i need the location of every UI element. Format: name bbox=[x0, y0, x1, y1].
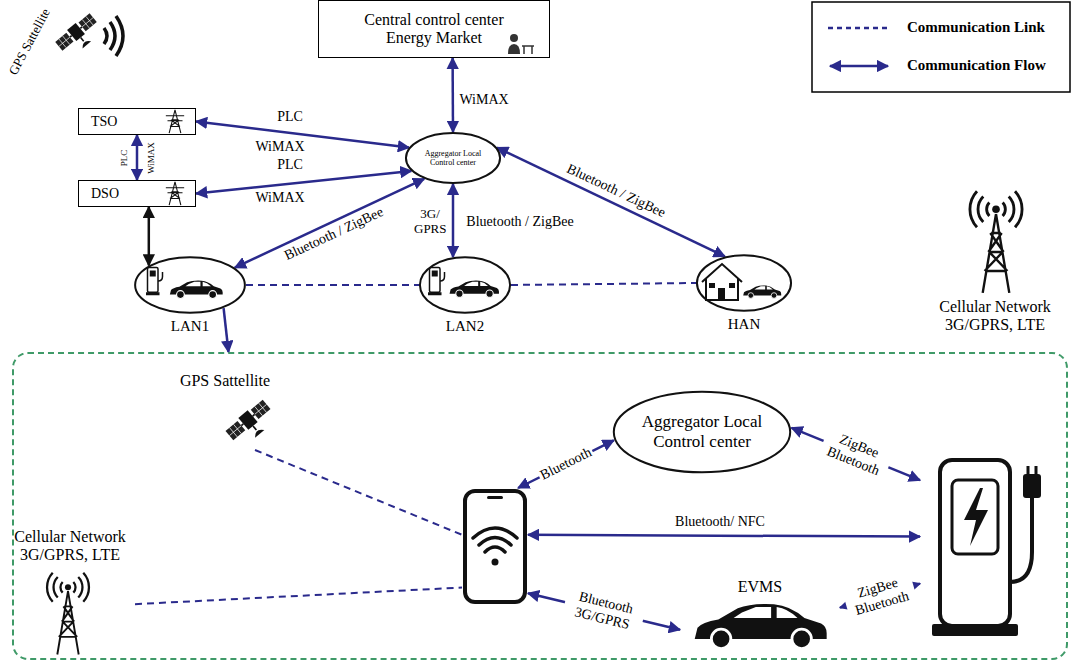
cell-tower-icon bbox=[970, 191, 1022, 293]
legend-text: Communication Flow bbox=[905, 57, 1048, 74]
communication-link bbox=[511, 283, 696, 285]
edge-label: PLC bbox=[275, 157, 305, 173]
han-ellipse: HAN bbox=[696, 254, 792, 312]
aggregator-ellipse: Aggregator Local Control center bbox=[612, 390, 792, 474]
aggregator-ellipse: Aggregator Local Control center bbox=[405, 132, 501, 184]
charger-icon bbox=[428, 268, 445, 296]
edge-label: Bluetooth / ZigBee bbox=[280, 203, 388, 265]
edge-label: Bluetooth/ NFC bbox=[673, 514, 767, 530]
text-group: GPS Sattellite bbox=[150, 372, 300, 390]
lan-ellipse: LAN1 bbox=[134, 256, 246, 314]
text-group: LAN2 bbox=[446, 318, 484, 335]
node-label: DSO bbox=[91, 185, 119, 201]
link-label: WiMAX bbox=[253, 139, 306, 155]
edge-label: WiMAX bbox=[457, 92, 510, 108]
pylon-icon bbox=[166, 182, 184, 205]
ellipse-outline bbox=[696, 254, 792, 312]
legend-box bbox=[812, 2, 1070, 92]
charger-outline bbox=[920, 452, 1050, 640]
lan-ellipse: LAN2 bbox=[419, 256, 511, 314]
satellite-icon bbox=[224, 398, 278, 449]
communication-flow bbox=[451, 58, 454, 132]
node-label: LAN1 bbox=[171, 318, 209, 335]
text-group: DSO bbox=[91, 185, 119, 201]
node-label: Aggregator Local Control center bbox=[417, 149, 488, 167]
edge-label: ZigBee Bluetooth bbox=[818, 426, 895, 482]
market-icon bbox=[508, 34, 534, 54]
satellite-icon bbox=[54, 12, 123, 59]
house-icon bbox=[702, 264, 742, 300]
communication-link bbox=[135, 588, 462, 605]
network-label: Cellular Network 3G/GPRS, LTE bbox=[928, 298, 1063, 335]
edge-label: PLC bbox=[275, 109, 305, 125]
car-icon bbox=[450, 281, 499, 298]
text-group: Aggregator Local Control center bbox=[635, 412, 768, 451]
cellular-network: Cellular Network 3G/GPRS, LTE bbox=[5, 528, 135, 655]
text-group: Cellular Network 3G/GPRS, LTE bbox=[5, 528, 135, 565]
communication-link bbox=[246, 284, 419, 286]
communication-flow bbox=[518, 440, 614, 488]
node-label: Cellular Network 3G/GPRS, LTE bbox=[5, 528, 135, 565]
phone-outline bbox=[462, 488, 528, 605]
communication-flow bbox=[136, 135, 139, 180]
dso-box: DSO bbox=[78, 180, 196, 207]
node-label: GPS Sattellite bbox=[150, 372, 300, 390]
communication-flow bbox=[224, 308, 229, 352]
communication-flow bbox=[235, 179, 424, 268]
text-group: HAN bbox=[728, 316, 761, 333]
text-group: Central control centerEnergy Market bbox=[364, 11, 504, 48]
text-group: Aggregator Local Control center bbox=[417, 149, 488, 167]
communication-flow bbox=[528, 535, 920, 537]
legend-sample bbox=[828, 27, 890, 30]
edge-label: Bluetooth bbox=[536, 444, 596, 485]
communication-flow bbox=[497, 148, 725, 257]
link-label: 3G/ GPRS bbox=[412, 207, 448, 237]
node-label: HAN bbox=[728, 316, 761, 333]
ellipse-outline bbox=[134, 256, 246, 314]
node-label: LAN2 bbox=[446, 318, 484, 335]
node-label: Aggregator Local Control center bbox=[635, 412, 768, 451]
smartphone bbox=[462, 488, 528, 605]
edge-label: Bluetooth / ZigBee bbox=[562, 160, 670, 222]
charging-station bbox=[920, 452, 1050, 640]
legend-sample bbox=[830, 65, 888, 68]
tso-box: TSO bbox=[78, 108, 196, 135]
communication-flow bbox=[452, 184, 455, 257]
charger-icon bbox=[146, 268, 163, 296]
node-label: Central control center bbox=[364, 11, 504, 29]
edge-label: Bluetooth / ZigBee bbox=[464, 214, 575, 230]
legend-text: Communication Link bbox=[905, 19, 1047, 36]
node-label: EVMS bbox=[680, 578, 840, 596]
node-label: TSO bbox=[91, 113, 117, 129]
text-group: TSO bbox=[91, 113, 117, 129]
car-icon bbox=[743, 285, 781, 298]
ev-zone-region: GPS SattelliteAggregator Local Control c… bbox=[12, 352, 1068, 660]
edge-label: Bluetooth 3G/GPRS bbox=[561, 586, 646, 636]
node-label: Energy Market bbox=[364, 29, 504, 47]
car-icon bbox=[170, 281, 223, 299]
link-label: WiMAX bbox=[253, 190, 306, 206]
ev-car: EVMS bbox=[680, 578, 840, 652]
cell-tower-icon bbox=[47, 573, 89, 655]
satellite-label: GPS Sattellite bbox=[5, 4, 54, 79]
car-icon bbox=[695, 604, 827, 649]
text-group: LAN1 bbox=[171, 318, 209, 335]
control-center-box: Central control centerEnergy Market bbox=[318, 0, 550, 58]
text-group: EVMS bbox=[680, 578, 840, 596]
communication-flow bbox=[148, 207, 151, 265]
edge-label: PLC bbox=[119, 148, 129, 169]
edge-label: ZigBee Bluetooth bbox=[842, 571, 918, 621]
gps-satellite: GPS Sattellite bbox=[150, 372, 300, 450]
pylon-icon bbox=[166, 110, 184, 133]
ellipse-outline bbox=[419, 256, 511, 314]
link-label: WiMAX bbox=[146, 140, 156, 176]
communication-link bbox=[255, 450, 462, 535]
